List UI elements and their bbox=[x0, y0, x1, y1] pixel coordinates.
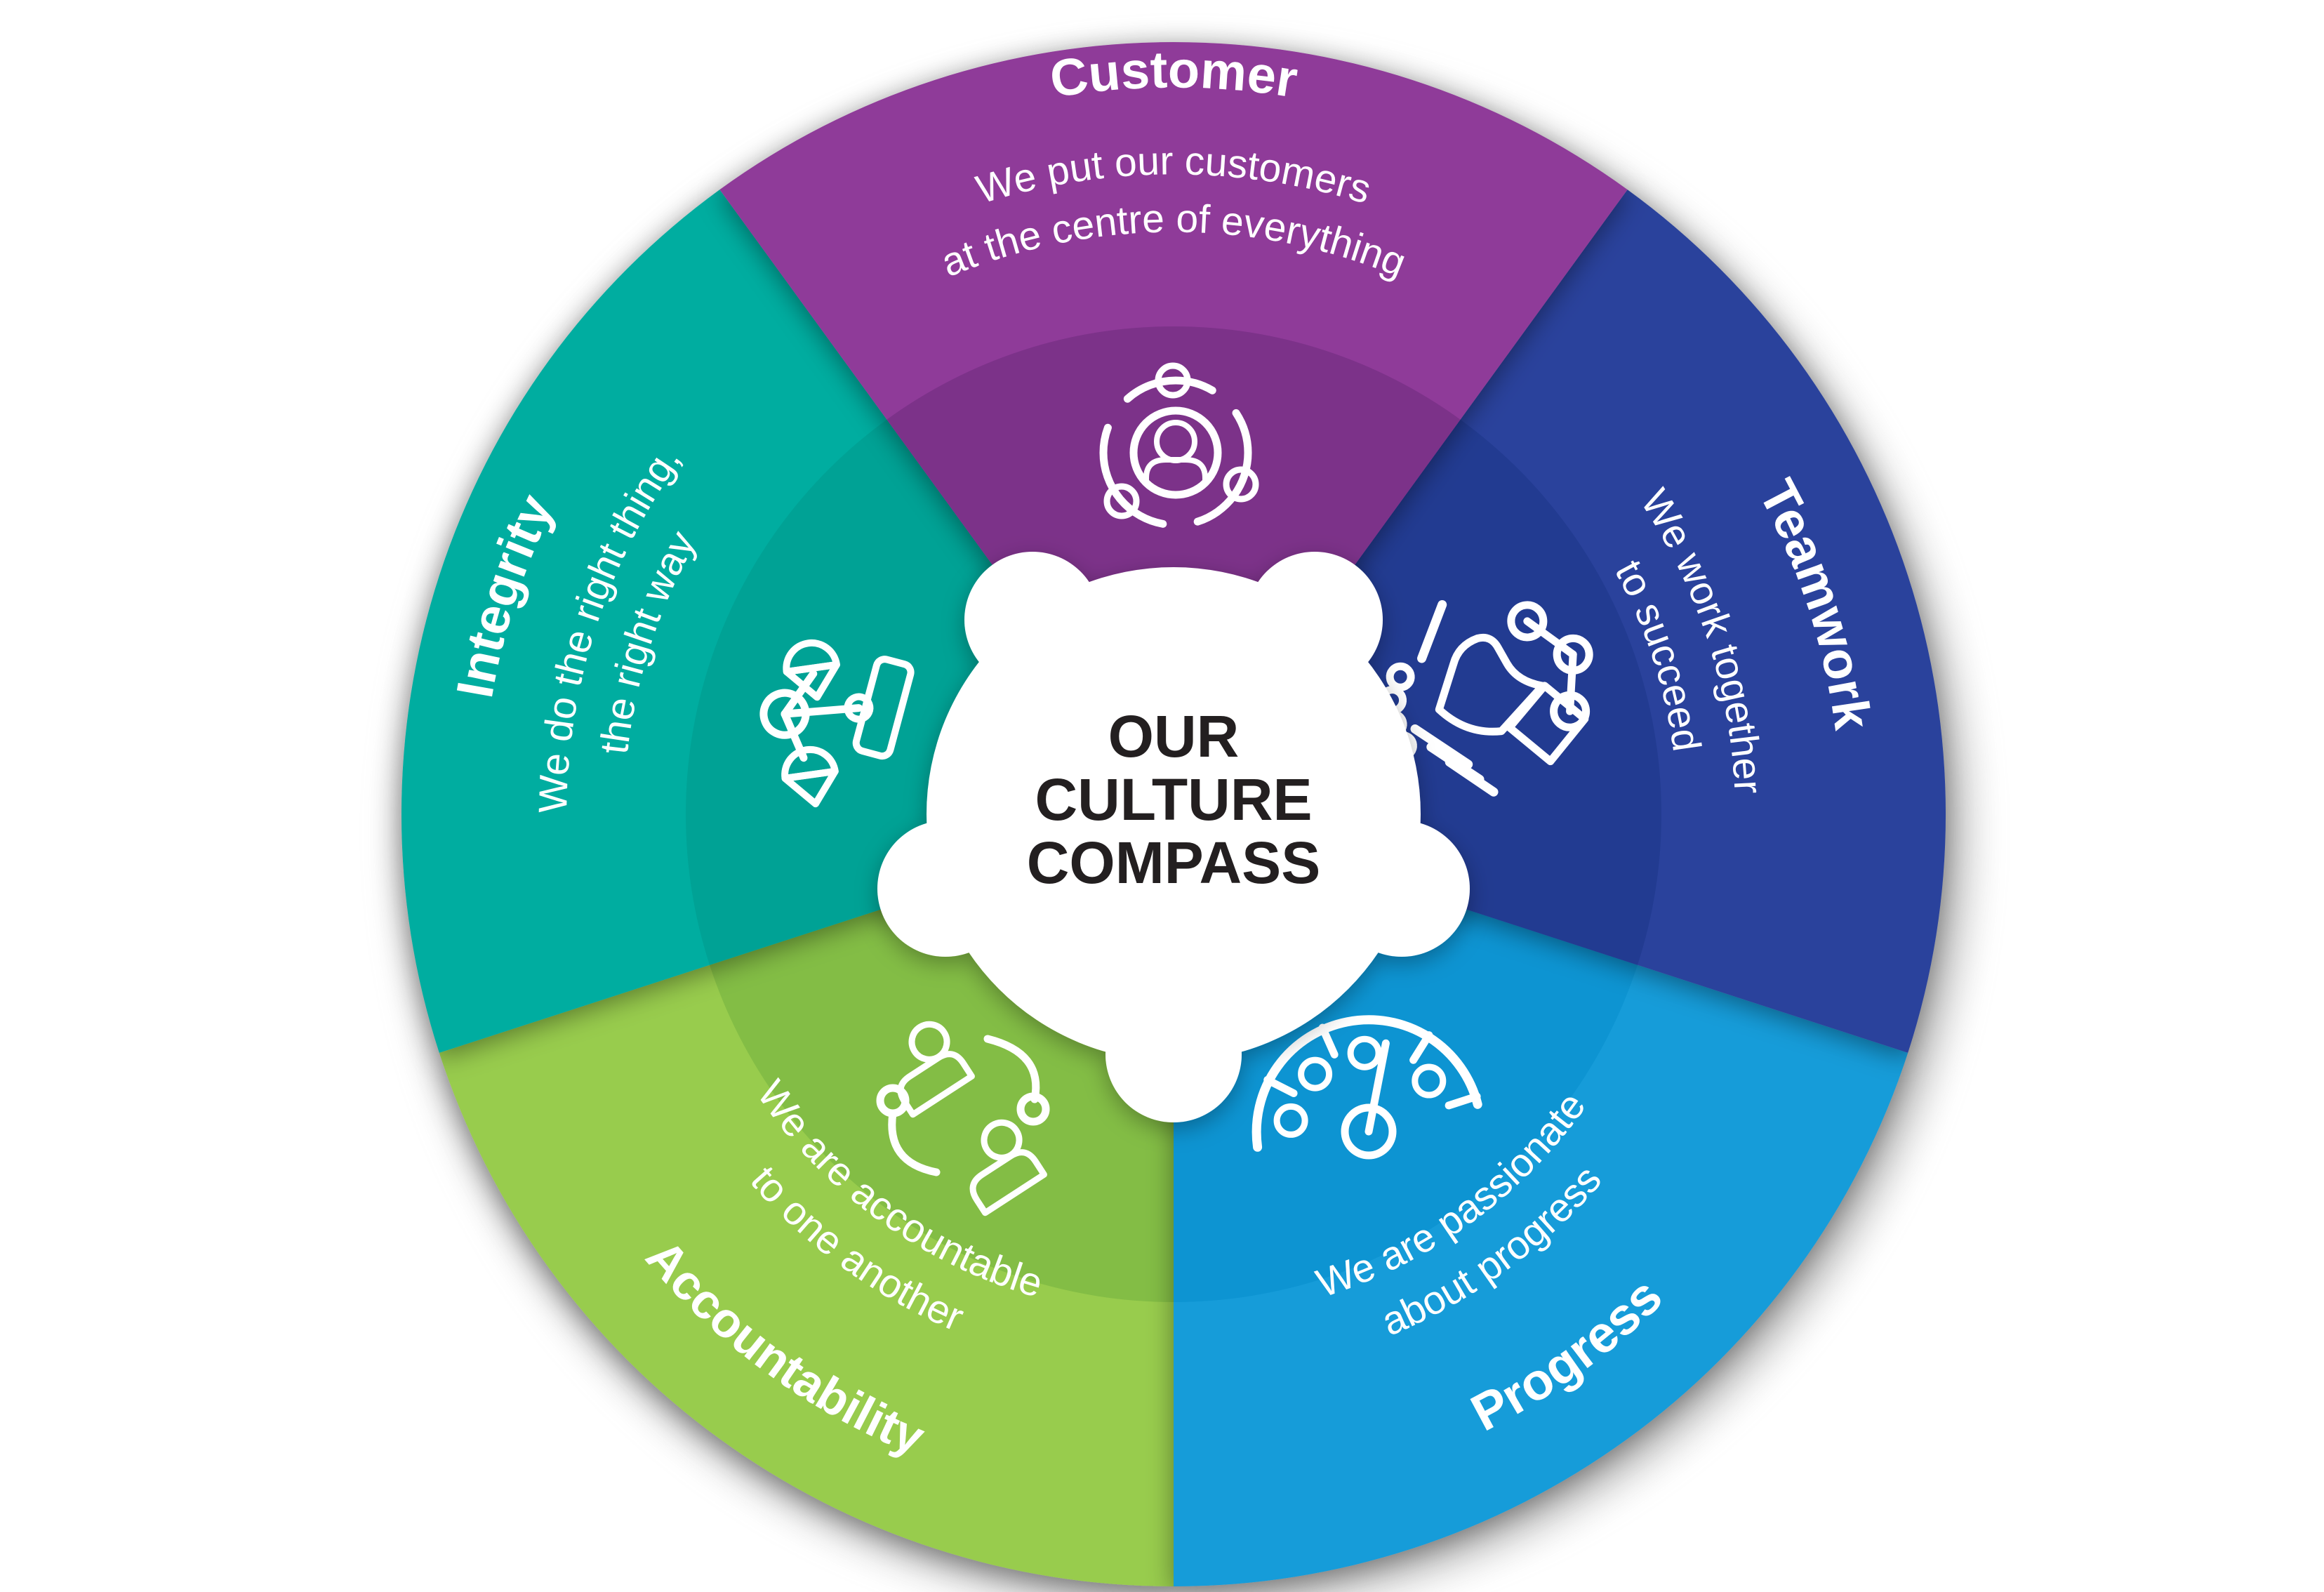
gauge-dot bbox=[1273, 1103, 1308, 1138]
exchange-node bbox=[1016, 1092, 1050, 1126]
exchange-arrow bbox=[983, 1035, 1040, 1103]
person-ring bbox=[1129, 406, 1222, 499]
finger-line bbox=[1410, 724, 1473, 769]
customer-orbit-icon bbox=[1099, 362, 1259, 529]
center-disc bbox=[927, 567, 1421, 1061]
orbit-dot bbox=[1223, 466, 1259, 503]
center-title: OUR CULTURE COMPASS bbox=[1027, 703, 1320, 896]
hand-filled-mitten bbox=[1435, 633, 1547, 736]
gauge-dot bbox=[1347, 1035, 1382, 1070]
gauge-dot bbox=[1298, 1056, 1333, 1092]
person-shoulders bbox=[1143, 457, 1208, 491]
svg-text:Customer: Customer bbox=[1047, 40, 1301, 108]
molecule-node bbox=[1507, 601, 1548, 642]
gauge-tick bbox=[1263, 1076, 1298, 1097]
scale-joint bbox=[844, 693, 874, 723]
gauge-knob bbox=[1341, 1103, 1397, 1160]
hand-arm-line bbox=[1417, 599, 1447, 663]
orbit-dot bbox=[1103, 483, 1140, 519]
gauge-arc bbox=[1251, 1015, 1482, 1152]
sector-customer: Customer We put our customers at the cen… bbox=[719, 40, 1628, 814]
knuckle-bump bbox=[1386, 662, 1415, 691]
gauge-needle bbox=[1364, 1039, 1390, 1136]
scale-pan-cone bbox=[783, 661, 840, 701]
scale-pan-bowl bbox=[783, 639, 840, 675]
center-badge bbox=[877, 552, 1470, 1122]
orbit-ring bbox=[1099, 376, 1252, 529]
handshake-icon bbox=[1378, 599, 1593, 797]
scale-pan-bowl bbox=[781, 745, 839, 782]
scale-pivot bbox=[759, 689, 810, 739]
orbit-dot bbox=[1155, 362, 1191, 399]
speedometer-icon bbox=[1251, 1015, 1482, 1160]
scales-icon bbox=[759, 639, 915, 808]
sector-customer-title: Customer bbox=[1047, 40, 1301, 108]
gauge-tick bbox=[1318, 1023, 1339, 1059]
gauge-tick bbox=[1445, 1092, 1481, 1110]
center-title-line3: COMPASS bbox=[1027, 830, 1320, 896]
gauge-dot bbox=[1412, 1063, 1447, 1099]
person-head bbox=[908, 1021, 950, 1063]
person-head bbox=[981, 1119, 1023, 1161]
molecule-node bbox=[1550, 691, 1591, 731]
finger-line bbox=[1445, 757, 1499, 797]
center-title-line2: CULTURE bbox=[1035, 767, 1312, 833]
center-title-line1: OUR bbox=[1108, 703, 1240, 769]
molecule-bond bbox=[1566, 650, 1577, 715]
exchange-arrow bbox=[888, 1109, 941, 1176]
molecule-node bbox=[1553, 634, 1593, 675]
people-exchange-icon bbox=[876, 1021, 1050, 1216]
molecule-bond bbox=[1523, 617, 1577, 658]
scale-pan-cone bbox=[781, 767, 839, 808]
gauge-tick bbox=[1409, 1031, 1433, 1064]
